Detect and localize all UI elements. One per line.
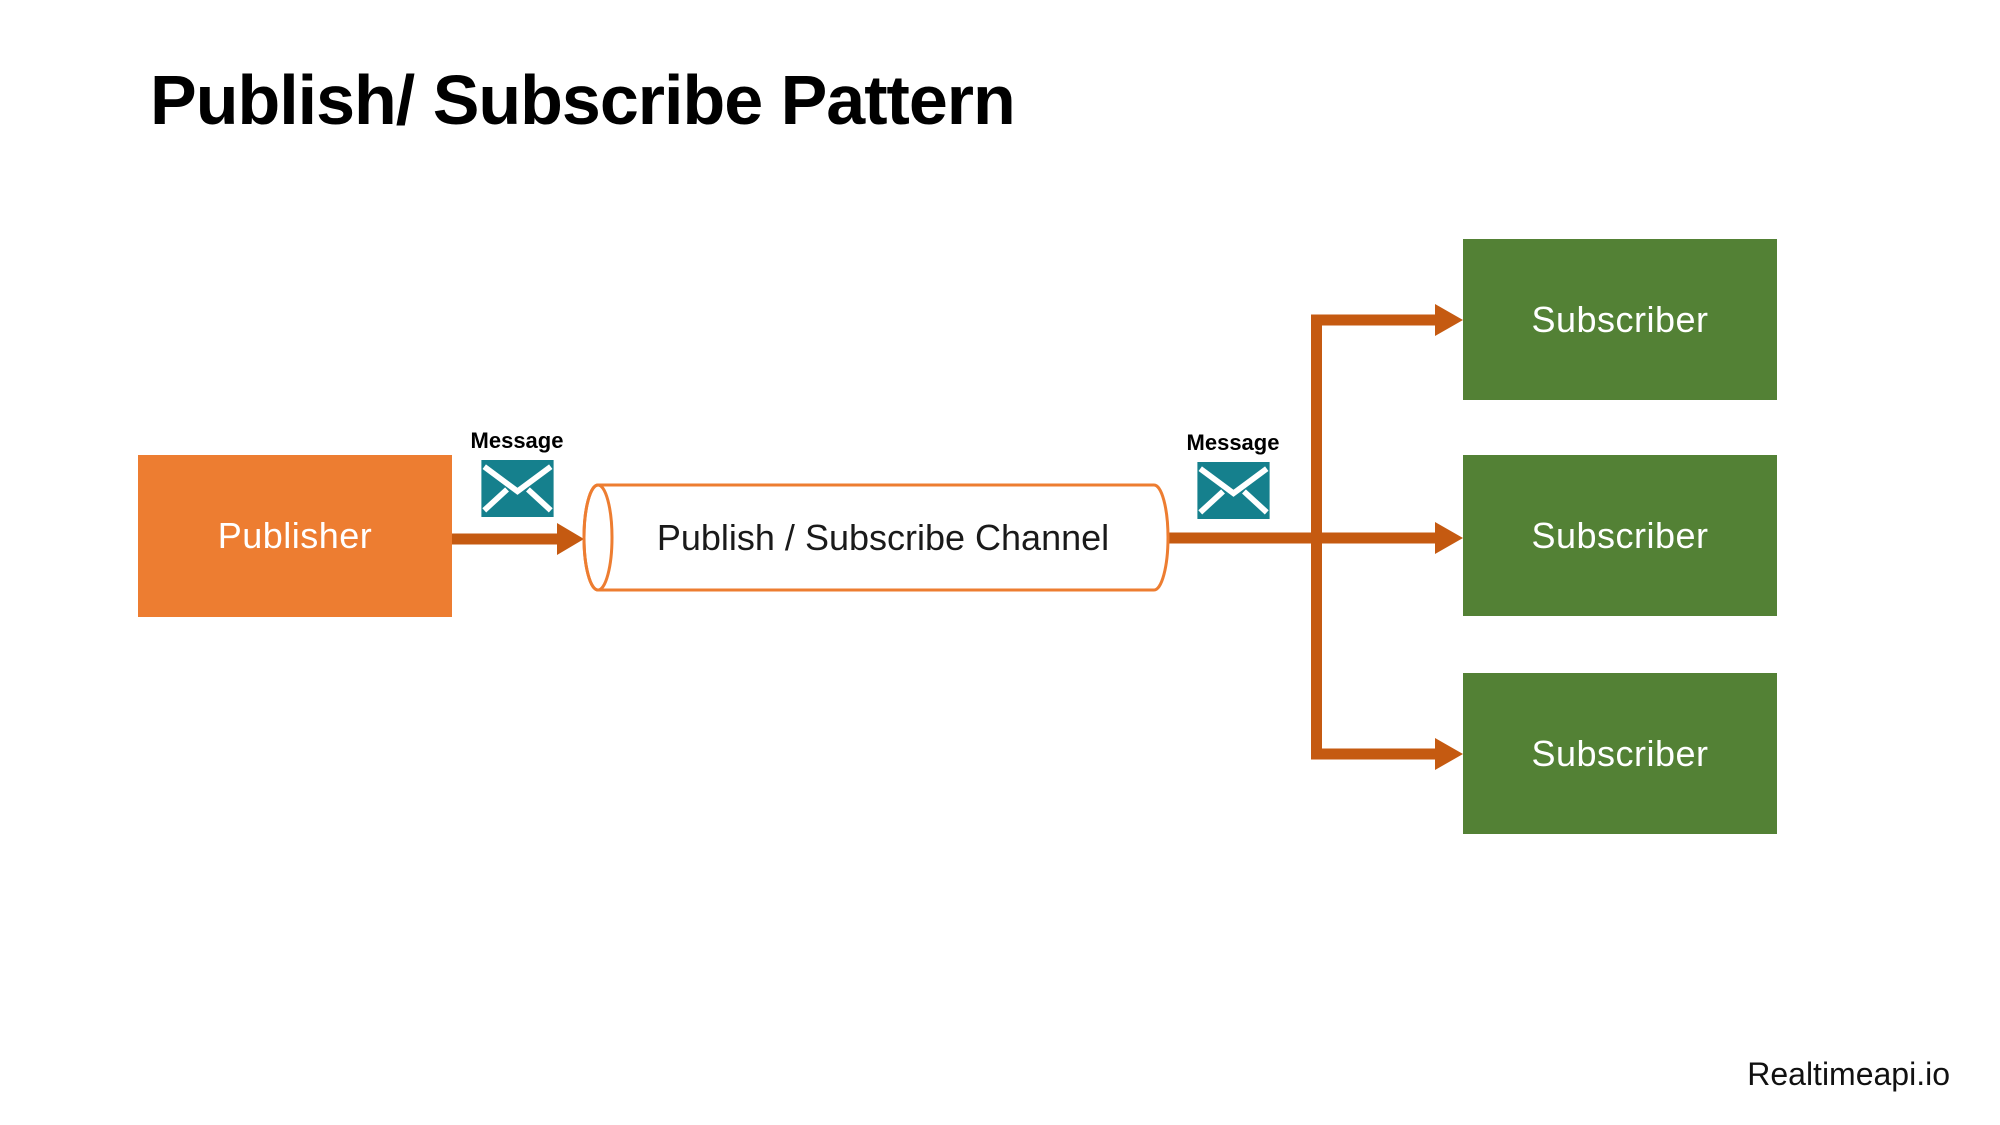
publisher-to-channel-arrow (451, 523, 584, 555)
branch-arrow-top (1311, 304, 1463, 336)
subscriber-box-2: Subscriber (1463, 455, 1777, 616)
subscriber-label: Subscriber (1531, 514, 1709, 556)
page-title: Publish/ Subscribe Pattern (150, 61, 1016, 139)
message-label: Message (470, 428, 564, 453)
fanout-trunk (1311, 314, 1322, 759)
branch-arrow-bottom (1311, 738, 1463, 770)
subscriber-label: Subscriber (1531, 298, 1709, 340)
message-label: Message (1186, 430, 1280, 455)
channel-label: Publish / Subscribe Channel (656, 516, 1110, 558)
message-annotation-2: Message (1153, 430, 1313, 524)
message-annotation-1: Message (437, 428, 597, 522)
publisher-label: Publisher (217, 515, 373, 556)
publisher-box: Publisher (138, 455, 452, 617)
channel-to-subscriber-arrow (1165, 522, 1463, 554)
footer-brand: Realtimeapi.io (1747, 1056, 1950, 1092)
subscriber-label: Subscriber (1531, 732, 1709, 774)
envelope-icon (1196, 462, 1270, 519)
subscriber-box-3: Subscriber (1463, 673, 1777, 834)
subscriber-box-1: Subscriber (1463, 239, 1777, 400)
envelope-icon (480, 460, 554, 517)
